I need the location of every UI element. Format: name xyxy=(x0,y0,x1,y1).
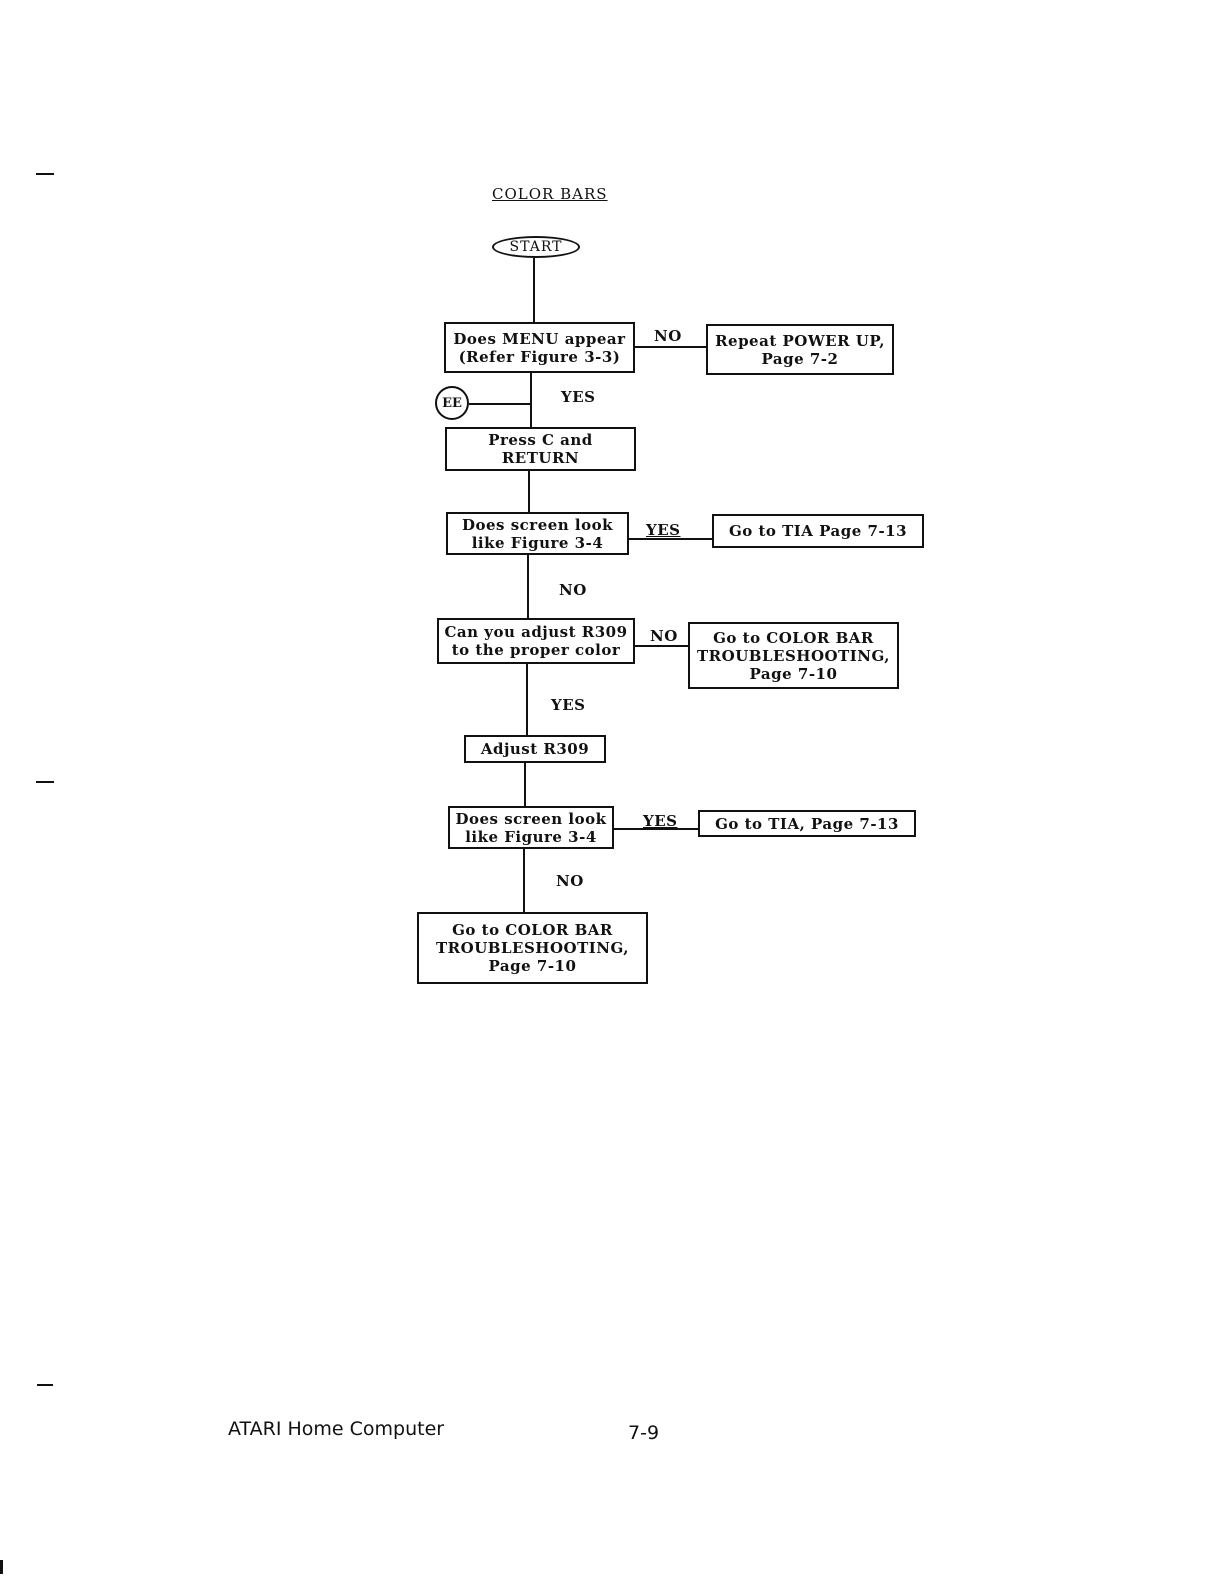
ee-connector: EE xyxy=(435,386,469,420)
go-to-tia-box-1: Go to TIA Page 7-13 xyxy=(712,514,924,548)
scan-mark xyxy=(36,781,54,783)
screen-look-question-1: Does screen look like Figure 3-4 xyxy=(446,512,629,555)
menu-yes-label: YES xyxy=(561,388,596,406)
color-bar-troubleshooting-box-2: Go to COLOR BAR TROUBLESHOOTING, Page 7-… xyxy=(417,912,648,984)
screen1-yes-label: YES xyxy=(646,521,681,539)
scan-mark xyxy=(37,1384,53,1386)
repeat-power-up-box: Repeat POWER UP, Page 7-2 xyxy=(706,324,894,375)
menu-no-label: NO xyxy=(654,327,682,345)
footer-product-name: ATARI Home Computer xyxy=(228,1418,445,1440)
chart-title: COLOR BARS xyxy=(492,185,608,203)
adjust-r309-question: Can you adjust R309 to the proper color xyxy=(437,618,635,664)
color-bar-troubleshooting-box-1: Go to COLOR BAR TROUBLESHOOTING, Page 7-… xyxy=(688,622,899,689)
adjust-r309-box: Adjust R309 xyxy=(464,735,606,763)
screen1-no-label: NO xyxy=(559,581,587,599)
scan-mark xyxy=(0,1560,3,1574)
screen-look-question-2: Does screen look like Figure 3-4 xyxy=(448,806,614,849)
menu-appear-question: Does MENU appear (Refer Figure 3-3) xyxy=(444,322,635,373)
adjust-yes-label: YES xyxy=(551,696,586,714)
adjust-no-label: NO xyxy=(650,627,678,645)
footer-page-number: 7-9 xyxy=(628,1422,660,1444)
start-terminal: START xyxy=(492,236,580,258)
scan-mark xyxy=(36,173,54,175)
screen2-no-label: NO xyxy=(556,872,584,890)
go-to-tia-box-2: Go to TIA, Page 7-13 xyxy=(698,810,916,837)
press-c-return-box: Press C and RETURN xyxy=(445,427,636,471)
screen2-yes-label: YES xyxy=(643,812,678,830)
